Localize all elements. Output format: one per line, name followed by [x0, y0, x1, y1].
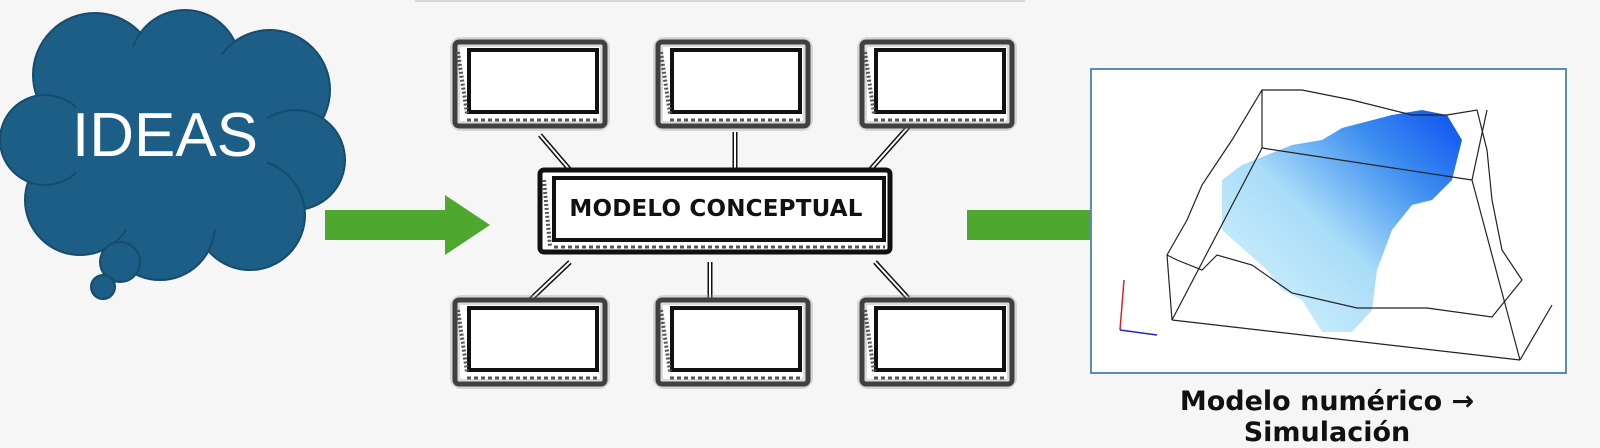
- ideas-label: IDEAS: [71, 101, 259, 170]
- concept-map-diagram: [430, 20, 1030, 400]
- top-divider: [415, 0, 1025, 2]
- top-box-2: [658, 42, 808, 126]
- 3d-model-render: [1119, 89, 1553, 361]
- bottom-box-2: [658, 300, 808, 384]
- ideas-cloud-icon: [0, 9, 346, 300]
- central-box: [537, 167, 893, 255]
- arrows: [528, 123, 912, 302]
- simulation-caption: Modelo numérico → Simulación: [1179, 386, 1475, 448]
- bottom-box-3: [862, 300, 1012, 384]
- bottom-box-1: [455, 300, 605, 384]
- simulation-image-panel: [1090, 68, 1567, 374]
- central-box-label: MODELO CONCEPTUAL: [569, 196, 863, 222]
- top-box-1: [455, 42, 605, 126]
- top-box-3: [862, 42, 1012, 126]
- green-arrow-right-icon: [325, 195, 490, 255]
